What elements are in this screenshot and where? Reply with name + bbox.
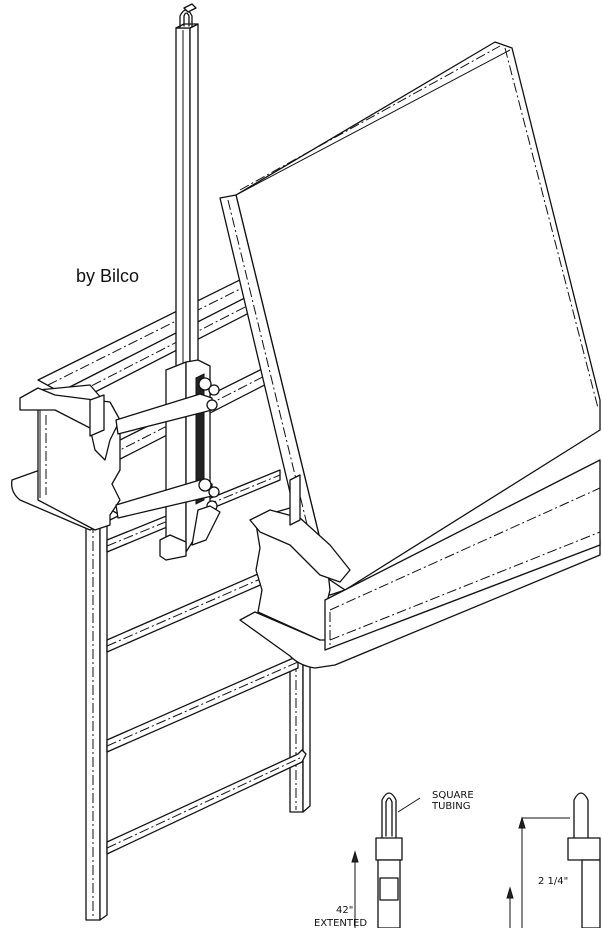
curb-left-section — [11, 384, 121, 531]
ladder-left-rail — [85, 499, 108, 921]
ladder-rungs — [106, 469, 307, 855]
extended-label: EXTENTED — [314, 918, 367, 928]
mounting-bracket — [115, 359, 221, 561]
hatch-cover — [219, 41, 601, 596]
detail-callout-left — [351, 792, 421, 928]
square-tubing-label-1: SQUARE — [432, 790, 474, 801]
curb-right-section — [239, 459, 601, 669]
square-tubing-label-2: TUBING — [431, 801, 470, 812]
detail-callout-right — [506, 792, 601, 928]
height-label: 42" — [336, 905, 353, 916]
caption-by-bilco: by Bilco — [76, 266, 140, 286]
width-label: 2 1/4" — [538, 876, 568, 887]
ladder-right-rail — [289, 654, 311, 813]
